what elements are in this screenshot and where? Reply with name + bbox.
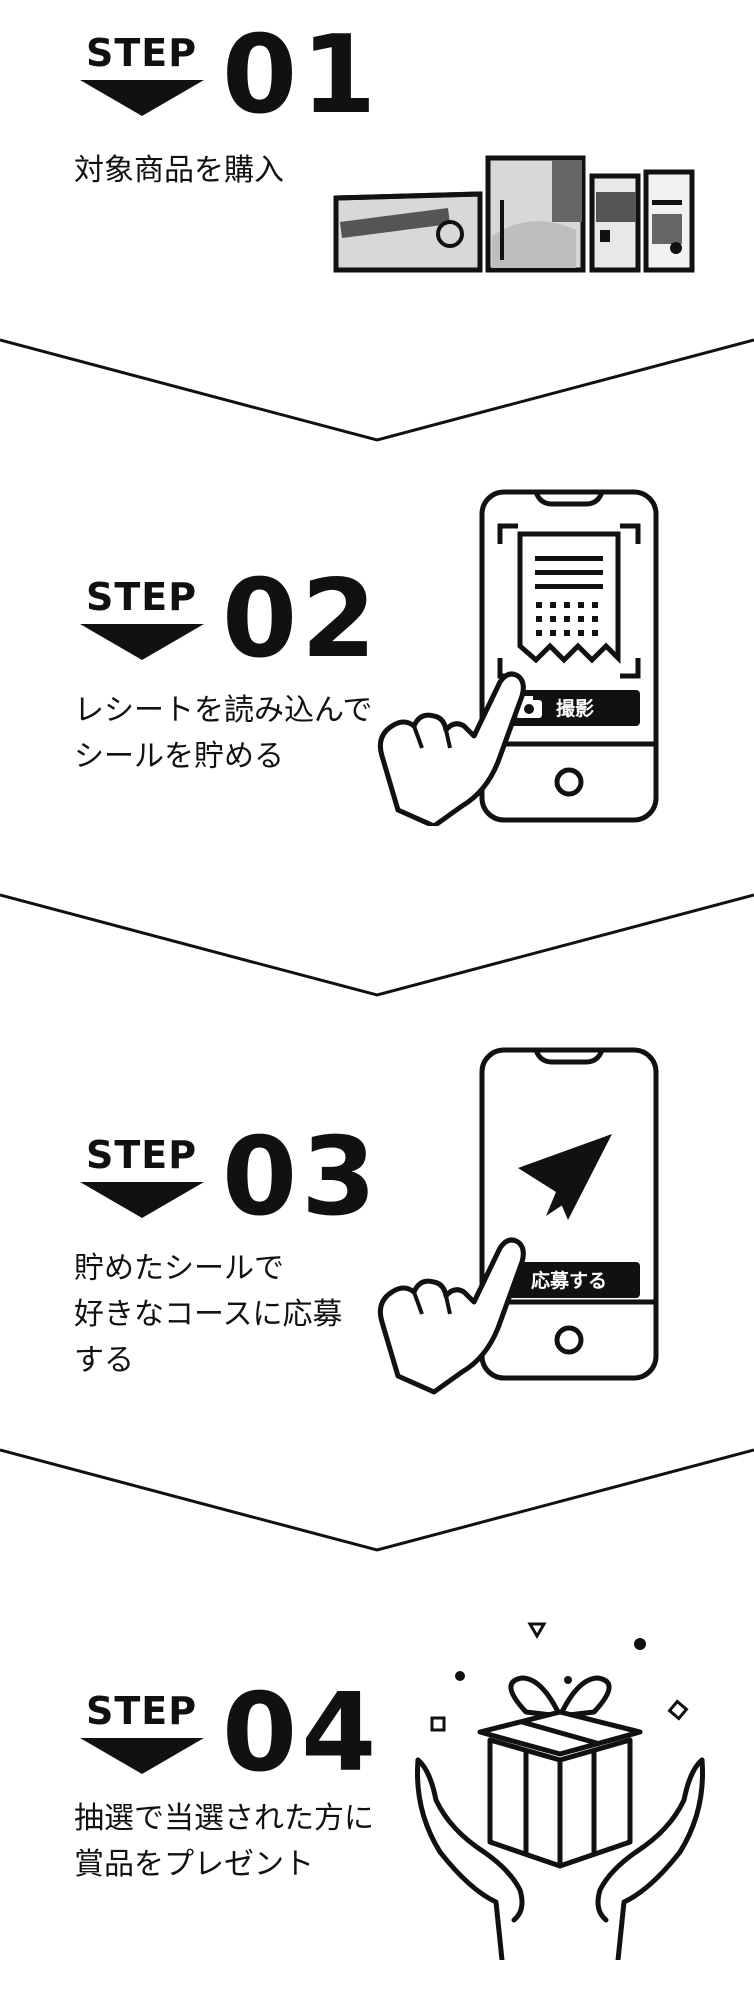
product-small-box-icon <box>589 173 641 273</box>
step-03: STEP 03 貯めたシールで 好きなコースに応募 する 応募する <box>0 1030 754 1450</box>
step-label: STEP <box>86 1689 198 1733</box>
step-label: STEP <box>86 575 198 619</box>
step-description-line: 対象商品を購入 <box>74 153 284 188</box>
left-hand-icon <box>415 1757 525 1960</box>
receipt-icon <box>517 531 621 665</box>
right-hand-icon <box>595 1757 705 1960</box>
step-label: STEP <box>86 1133 198 1177</box>
gift-box-icon <box>477 1675 643 1869</box>
confetti-icon <box>430 1622 689 1732</box>
chevron-divider <box>0 338 754 442</box>
phone-apply-illustration: 応募する <box>377 1047 659 1395</box>
apply-button-label: 応募する <box>531 1269 607 1292</box>
phone-scan-illustration: 撮影 <box>377 489 659 826</box>
step-arrow-icon <box>80 1738 204 1774</box>
hand-pointing-icon <box>377 1237 526 1395</box>
chevron-divider <box>0 1448 754 1552</box>
step-description-line: 抽選で当選された方に <box>74 1801 374 1836</box>
hand-pointing-icon <box>377 671 526 826</box>
step-description: 貯めたシールで 好きなコースに応募 する <box>74 1246 343 1384</box>
apply-button[interactable]: 応募する <box>498 1262 640 1298</box>
capture-button[interactable]: 撮影 <box>498 690 640 726</box>
gift-in-hands-icon <box>415 1622 705 1960</box>
step-arrow-icon <box>80 624 204 660</box>
chevron-divider <box>0 893 754 997</box>
step-number: 03 <box>222 1115 381 1240</box>
paper-plane-icon <box>518 1134 612 1220</box>
step-description-line: シールを貯める <box>74 739 284 774</box>
step-label: STEP <box>86 31 198 75</box>
step-description: レシートを読み込んで シールを貯める <box>74 688 373 780</box>
step-description: 対象商品を購入 <box>74 148 284 194</box>
step-description-line: レシートを読み込んで <box>74 693 373 728</box>
step-number: 02 <box>222 557 381 682</box>
step-arrow-icon <box>80 80 204 116</box>
step-01: STEP 01 対象商品を購入 <box>0 0 754 330</box>
capture-button-label: 撮影 <box>556 698 594 720</box>
product-tall-box-icon <box>485 155 586 273</box>
step-04: STEP 04 抽選で当選された方に 賞品をプレゼント <box>0 1590 754 2001</box>
camera-icon <box>516 696 542 718</box>
step-number: 04 <box>222 1671 381 1796</box>
product-box-icon <box>333 191 483 273</box>
step-description-line: する <box>74 1343 134 1378</box>
step-arrow-icon <box>80 1182 204 1218</box>
step-description: 抽選で当選された方に 賞品をプレゼント <box>74 1796 374 1888</box>
products-illustration <box>333 155 695 273</box>
step-description-line: 好きなコースに応募 <box>74 1297 343 1332</box>
step-02: STEP 02 レシートを読み込んで シールを貯める <box>0 470 754 890</box>
step-number: 01 <box>222 13 381 138</box>
step-description-line: 賞品をプレゼント <box>74 1847 314 1882</box>
product-slim-box-icon <box>643 169 695 273</box>
step-description-line: 貯めたシールで <box>74 1251 284 1286</box>
